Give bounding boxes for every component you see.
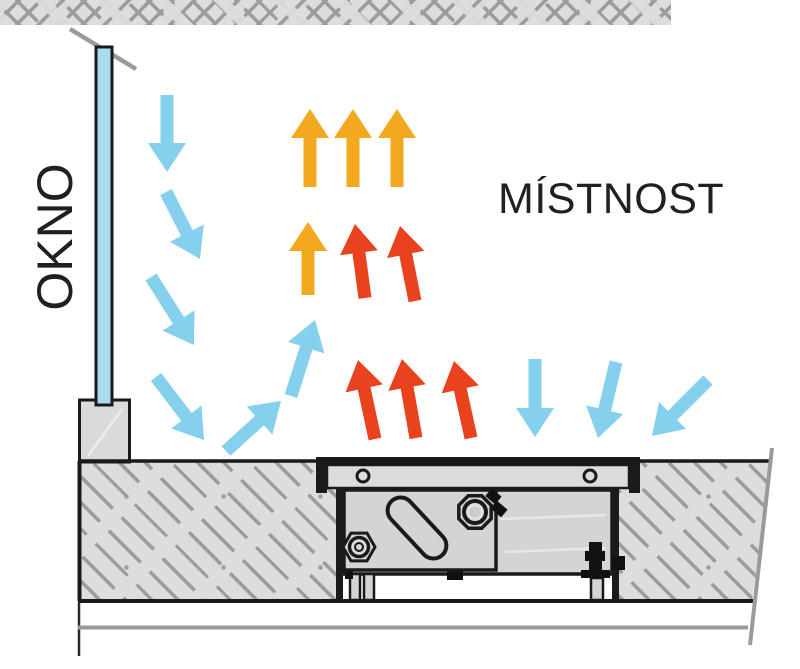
floor-outlines xyxy=(77,447,774,656)
hot-plume-mid-1-arrow xyxy=(340,224,378,299)
room-label: MÍSTNOST xyxy=(498,175,725,223)
floor-lower-band-hatched xyxy=(0,0,671,25)
grille-end-hook-left xyxy=(316,458,327,493)
cold-downdraught-4-arrow xyxy=(150,373,204,440)
sill-highlight xyxy=(86,408,124,457)
window-label: OKNO xyxy=(27,163,83,311)
hot-outlet-3-arrow xyxy=(441,361,479,440)
valve-fitting-1 xyxy=(485,488,502,505)
cold-downdraught-1-arrow xyxy=(148,95,186,172)
window-group xyxy=(68,27,138,464)
leg-left-2 xyxy=(362,572,376,602)
airflow-arrows xyxy=(145,95,713,456)
hot-outlet-2-arrow xyxy=(388,359,426,440)
fan-slot xyxy=(385,495,449,561)
grille-screw-left xyxy=(355,468,371,484)
warm-plume-top-1-arrow xyxy=(291,109,329,187)
trench-convector xyxy=(316,457,640,602)
drain-valve-right xyxy=(581,542,625,602)
drain-leg xyxy=(589,576,605,602)
warm-plume-mid-arrow xyxy=(289,222,327,295)
cold-deflected-up-2-arrow xyxy=(284,320,325,398)
valve-left xyxy=(341,531,377,563)
grille-screw-right xyxy=(582,468,598,484)
foot-tab-1 xyxy=(345,571,353,579)
window-glass-pane xyxy=(94,45,114,407)
cold-deflected-up-1-arrow xyxy=(221,401,281,456)
cold-room-air-2-arrow xyxy=(586,360,624,438)
warm-plume-top-2-arrow xyxy=(334,109,372,187)
hot-outlet-1-arrow xyxy=(345,360,383,441)
leg-left-1 xyxy=(348,572,362,602)
cold-room-air-3-arrow xyxy=(652,375,713,436)
valve-fitting-2 xyxy=(490,500,508,518)
cold-room-air-1-arrow xyxy=(516,359,554,437)
valve-top-right xyxy=(457,488,508,530)
casing-texture-line xyxy=(499,513,607,521)
floor-grille xyxy=(316,457,640,493)
cold-downdraught-3-arrow xyxy=(145,273,195,345)
cold-downdraught-2-arrow xyxy=(160,189,204,259)
grille-end-hook-right xyxy=(629,458,640,493)
wall-knob xyxy=(612,556,625,570)
floor-right-break-line xyxy=(748,447,774,646)
foot-tab-2 xyxy=(447,571,463,580)
convector-legs xyxy=(345,571,463,602)
hot-plume-mid-2-arrow xyxy=(387,226,425,303)
warm-plume-top-3-arrow xyxy=(378,109,416,187)
